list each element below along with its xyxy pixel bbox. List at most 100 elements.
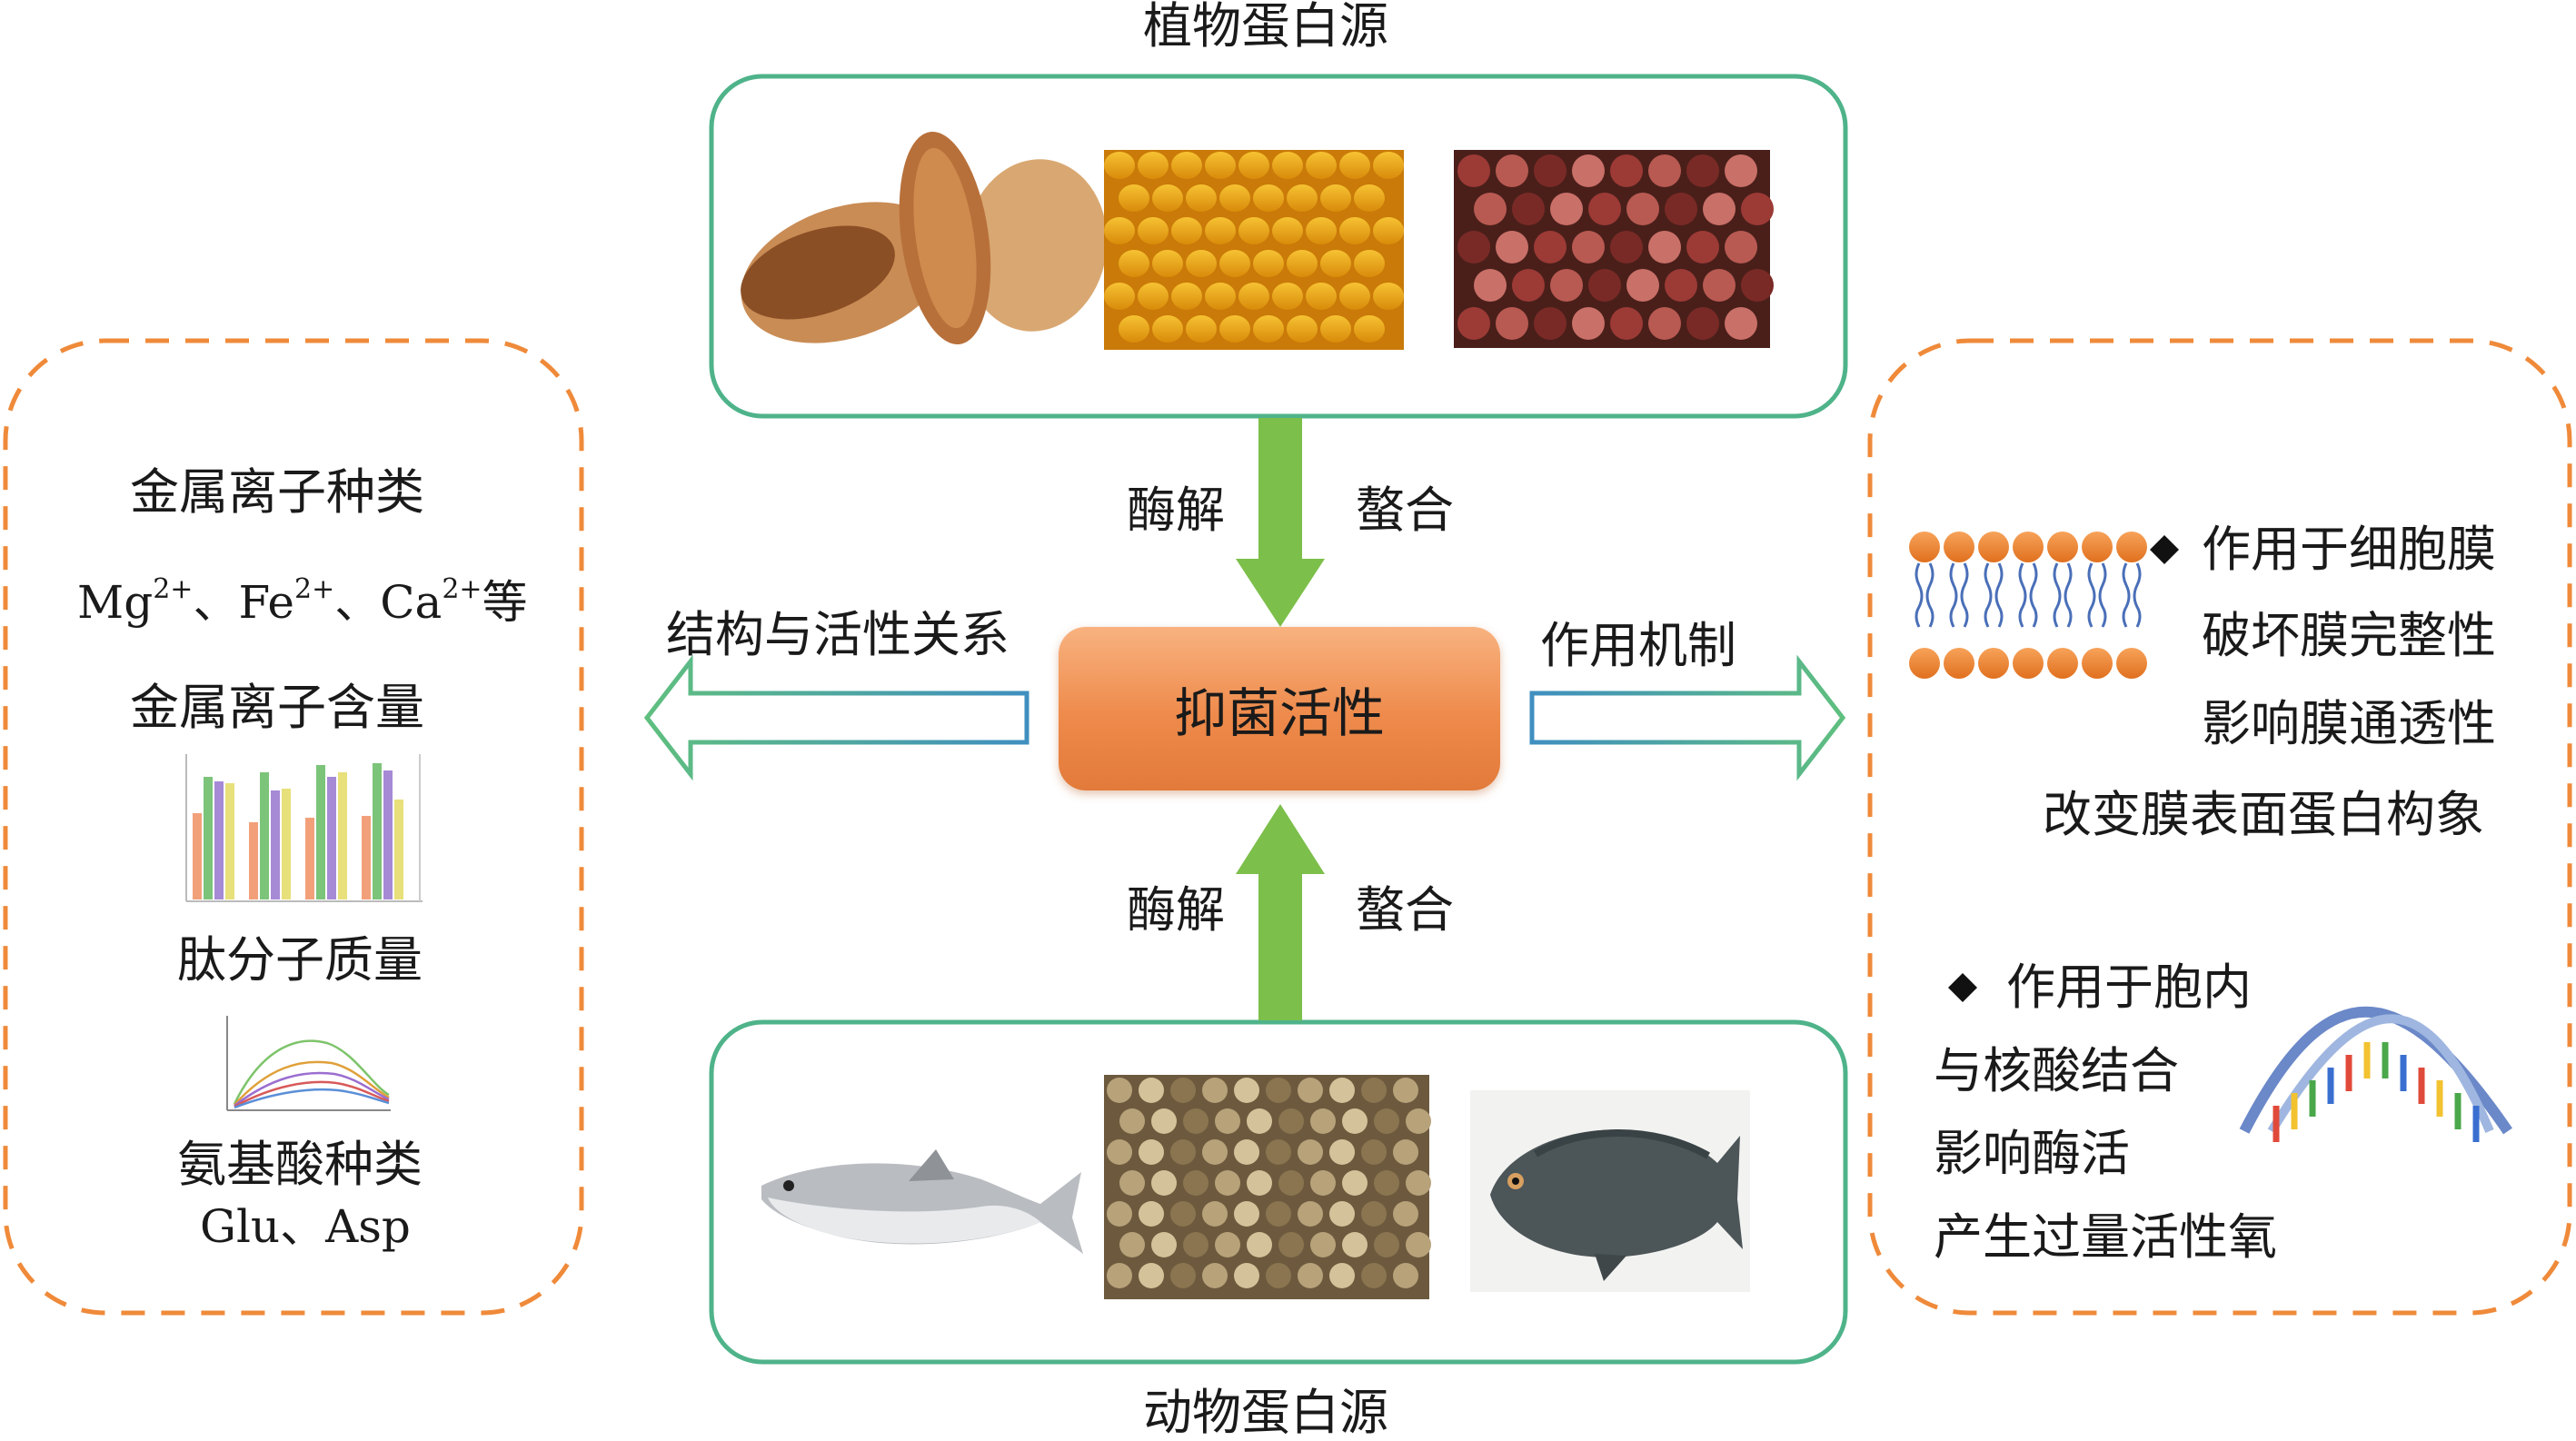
corn-kernel — [1373, 217, 1404, 244]
peptide-line-chart — [226, 1016, 391, 1111]
sea-cucumber-bump — [1107, 1139, 1132, 1165]
corn-kernel — [1354, 315, 1385, 343]
process-bottom-left: 酶解 — [1127, 881, 1225, 939]
pepper-husk — [1572, 154, 1605, 187]
intracellular-item-2: 影响酶活 — [1934, 1125, 2130, 1182]
corn-kernel — [1171, 217, 1202, 244]
corn-kernel — [1186, 184, 1217, 212]
sea-cucumber-bump — [1278, 1170, 1304, 1196]
sea-cucumber-bump — [1202, 1201, 1228, 1227]
sea-cucumber-bump — [1278, 1232, 1304, 1257]
sea-cucumber-bump — [1202, 1263, 1228, 1288]
lipid-head — [2047, 532, 2078, 562]
mini-bar — [305, 818, 314, 899]
sea-cucumber-bump — [1170, 1078, 1196, 1103]
sea-cucumber-bump — [1247, 1108, 1272, 1134]
corn-kernel — [1238, 152, 1269, 179]
corn-kernel — [1306, 217, 1337, 244]
sea-cucumber-bump — [1119, 1108, 1145, 1134]
right-arrow-label: 作用机制 — [1540, 617, 1736, 674]
sea-cucumber-bump — [1310, 1108, 1336, 1134]
sea-cucumber-bump — [1329, 1263, 1355, 1288]
corn-kernel — [1205, 217, 1236, 244]
tilapia-photo — [1470, 1090, 1750, 1292]
pepper-husk — [1534, 307, 1566, 340]
mini-bar — [214, 781, 224, 899]
left-hollow-arrow — [643, 654, 1029, 781]
sea-cucumber-bump — [1329, 1201, 1355, 1227]
lipid-tail — [2064, 562, 2073, 628]
lipid-tail — [1984, 562, 1993, 628]
pepper-husk — [1686, 307, 1719, 340]
sea-cucumber-bump — [1406, 1232, 1431, 1257]
sea-cucumber-bump — [1361, 1139, 1387, 1165]
mini-bar — [225, 783, 234, 899]
ion-mg: Mg — [77, 576, 154, 629]
sea-cucumber-bump — [1139, 1201, 1164, 1227]
corn-kernel — [1138, 217, 1169, 244]
corn-kernel — [1306, 283, 1337, 310]
sea-cucumber-bump — [1170, 1263, 1196, 1288]
mini-bar — [338, 772, 347, 899]
corn-kernel — [1339, 152, 1370, 179]
amino-acid-title: 氨基酸种类 — [177, 1136, 423, 1193]
mini-bar — [282, 789, 291, 899]
pepper-husk — [1648, 307, 1681, 340]
mini-bar — [249, 822, 258, 899]
sea-cucumber-bump — [1202, 1139, 1228, 1165]
lipid-tail — [2029, 562, 2038, 628]
mini-bar — [204, 777, 213, 899]
metal-ion-list: Mg2+、Fe2+、Ca2+等 — [77, 576, 528, 626]
corn-kernel — [1287, 184, 1318, 212]
corn-kernel — [1354, 250, 1385, 277]
corn-kernel — [1138, 152, 1169, 179]
lipid-head — [2082, 648, 2113, 679]
lipid-tail — [1994, 562, 2004, 628]
sea-cucumber-bump — [1310, 1232, 1336, 1257]
sea-cucumber-bump — [1151, 1108, 1177, 1134]
lipid-head — [1944, 532, 1974, 562]
sea-cucumber-bump — [1215, 1108, 1240, 1134]
corn-kernel — [1138, 283, 1169, 310]
sea-cucumber-bump — [1361, 1263, 1387, 1288]
pepper-husk — [1703, 193, 1736, 225]
pepper-husk — [1572, 231, 1605, 263]
sea-cucumber-bump — [1298, 1078, 1323, 1103]
animal-source-title: 动物蛋白源 — [1143, 1384, 1388, 1441]
ion-fe: Fe — [238, 576, 294, 629]
mini-bar — [260, 772, 269, 899]
pepper-husk — [1686, 154, 1719, 187]
metal-content-bar-chart — [185, 754, 423, 902]
sea-cucumber-bump — [1393, 1078, 1418, 1103]
sea-cucumber-bump — [1119, 1170, 1145, 1196]
corn-kernel — [1339, 217, 1370, 244]
membrane-title: 作用于细胞膜 — [2202, 521, 2496, 578]
corn-kernel — [1238, 283, 1269, 310]
corn-kernel — [1320, 250, 1351, 277]
sea-cucumber-bump — [1234, 1078, 1259, 1103]
sea-cucumber-bump — [1361, 1078, 1387, 1103]
cell-membrane-icon — [1909, 532, 2147, 679]
sea-cucumber-bump — [1170, 1139, 1196, 1165]
corn-kernel — [1354, 184, 1385, 212]
lipid-head — [1909, 532, 1940, 562]
sea-cucumber-bump — [1266, 1078, 1291, 1103]
right-hollow-arrow — [1529, 654, 1846, 781]
pepper-husk — [1703, 269, 1736, 302]
sea-cucumber-bump — [1183, 1108, 1208, 1134]
corn-kernel — [1373, 283, 1404, 310]
pepper-husk — [1665, 193, 1697, 225]
metal-content-title: 金属离子含量 — [130, 679, 424, 736]
corn-kernel — [1205, 283, 1236, 310]
pepper-husk — [1496, 231, 1528, 263]
corn-kernel — [1306, 152, 1337, 179]
pepper-husk — [1741, 193, 1774, 225]
corn-kernel — [1339, 283, 1370, 310]
mini-bar — [316, 765, 325, 899]
intracellular-item-3: 产生过量活性氧 — [1934, 1208, 2277, 1266]
sea-cucumber-photo — [1104, 1075, 1431, 1299]
pepper-husk — [1550, 193, 1583, 225]
lipid-head — [2082, 532, 2113, 562]
pepper-husk — [1496, 307, 1528, 340]
